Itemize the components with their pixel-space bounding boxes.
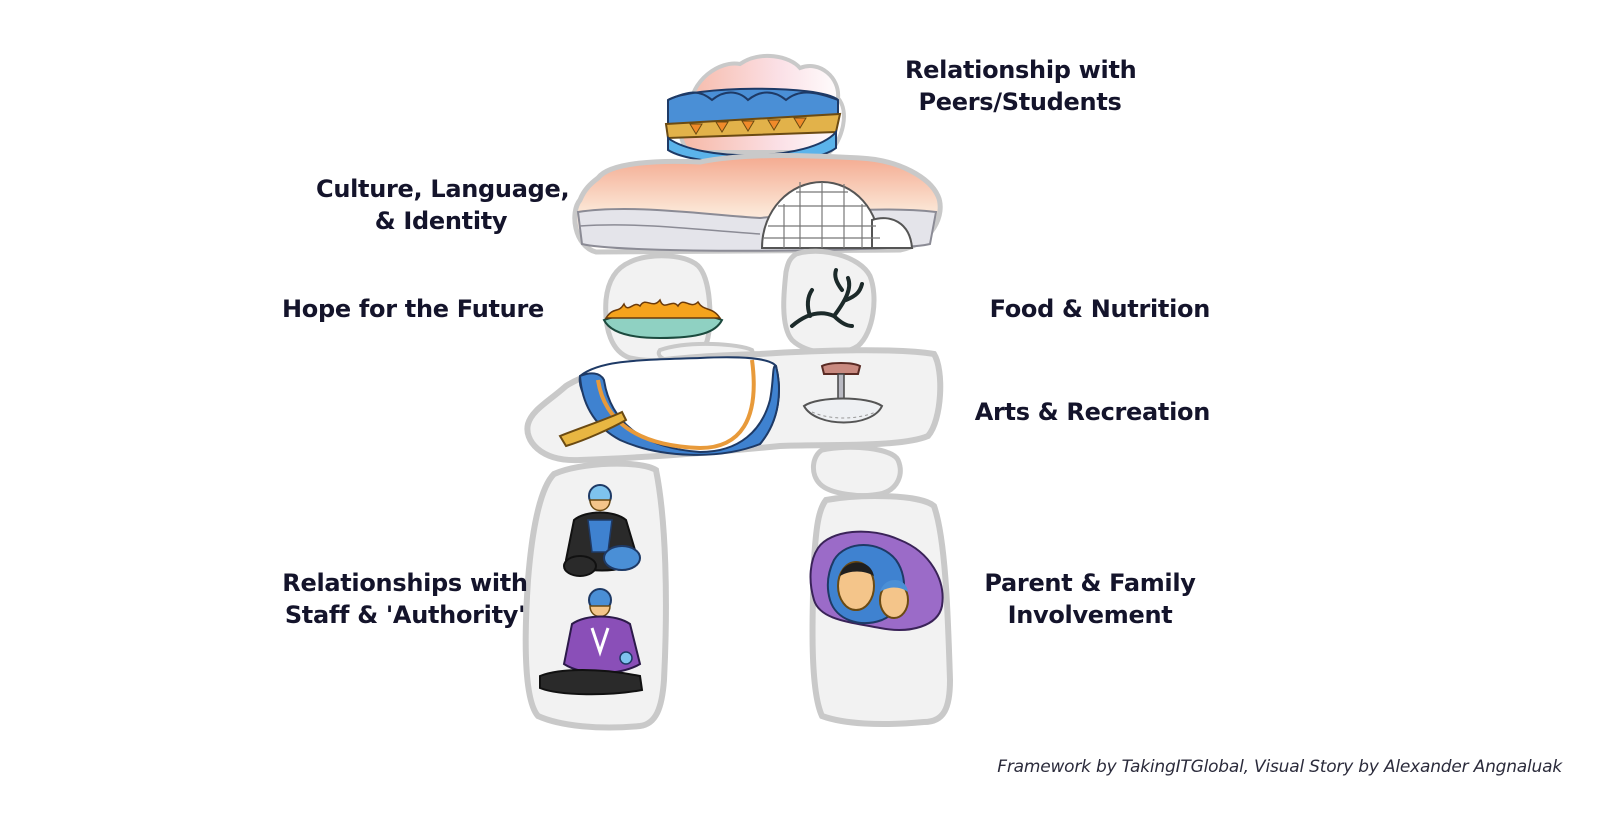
top-stone bbox=[664, 53, 846, 165]
label-relationships-staff: Relationships with Staff & 'Authority' bbox=[280, 567, 530, 631]
credit-line: Framework by TakingITGlobal, Visual Stor… bbox=[997, 757, 1562, 777]
label-line: Culture, Language, bbox=[316, 175, 570, 203]
label-line: Relationship with bbox=[905, 56, 1137, 84]
label-line: Staff & 'Authority' bbox=[284, 601, 526, 629]
label-culture-language-identity: Culture, Language, & Identity bbox=[316, 173, 570, 237]
label-line: Relationships with bbox=[282, 569, 528, 597]
label-line: Peers/Students bbox=[918, 88, 1122, 116]
parent-child-icon bbox=[809, 530, 944, 631]
arts-stone bbox=[524, 347, 944, 464]
elder-figure-icon bbox=[539, 588, 644, 696]
culture-stone bbox=[572, 153, 943, 255]
food-stone bbox=[781, 248, 877, 356]
right-small-stone bbox=[811, 444, 903, 499]
label-relationship-peers: Relationship with Peers/Students bbox=[905, 54, 1137, 118]
antler-icon bbox=[790, 268, 864, 328]
label-food-nutrition: Food & Nutrition bbox=[960, 293, 1211, 325]
staff-stone bbox=[522, 460, 669, 731]
label-hope-future: Hope for the Future bbox=[282, 293, 544, 325]
family-stone bbox=[809, 493, 954, 727]
ulu-knife-icon bbox=[802, 362, 884, 424]
amauti-coat-icon bbox=[558, 356, 780, 456]
label-line: Hope for the Future bbox=[282, 295, 544, 323]
label-line: Food & Nutrition bbox=[989, 295, 1211, 323]
label-arts-recreation: Arts & Recreation bbox=[960, 396, 1211, 428]
label-line: Arts & Recreation bbox=[974, 398, 1211, 426]
label-line: & Identity bbox=[374, 207, 508, 235]
label-parent-family: Parent & Family Involvement bbox=[980, 567, 1200, 631]
label-line: Parent & Family bbox=[984, 569, 1196, 597]
label-line: Involvement bbox=[1007, 601, 1173, 629]
child-figure-icon bbox=[563, 484, 641, 577]
igloo-icon bbox=[760, 180, 914, 249]
hope-stone bbox=[602, 253, 724, 364]
fire-icon bbox=[602, 298, 724, 340]
